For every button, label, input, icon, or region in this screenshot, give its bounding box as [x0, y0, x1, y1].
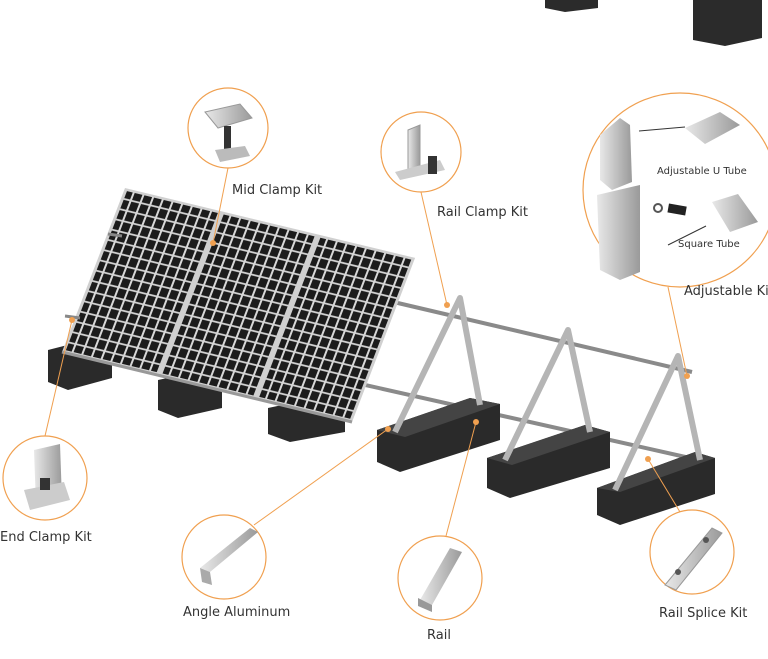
adjustable-u-tube-label: Adjustable U Tube — [657, 166, 747, 177]
rail-clamp-label: Rail Clamp Kit — [437, 205, 529, 220]
partial-ballast-blocks — [545, 0, 762, 46]
rail-clamp-callout — [380, 111, 462, 193]
end-clamp-icon — [24, 444, 70, 510]
rail-label: Rail — [427, 628, 451, 643]
angle-aluminum-label: Angle Aluminum — [183, 605, 291, 620]
square-tube-label: Square Tube — [678, 239, 740, 250]
rail-clamp-icon — [395, 124, 445, 180]
mid-clamp-label: Mid Clamp Kit — [232, 183, 323, 198]
mid-clamp-icon — [204, 103, 253, 162]
rail-splice-label: Rail Splice Kit — [659, 606, 748, 621]
end-clamp-label: End Clamp Kit — [0, 530, 92, 545]
adjustable-kit-label: Adjustable Kit — [684, 284, 768, 299]
adjustable-kit-icon — [597, 112, 758, 280]
rail-splice-icon — [664, 527, 723, 591]
callout-dots — [69, 240, 690, 462]
solar-panel-array — [62, 188, 416, 422]
leader-lines — [44, 167, 688, 537]
rail-icon — [418, 548, 462, 612]
triangle-frames — [392, 295, 703, 492]
angle-aluminum-icon — [200, 528, 258, 585]
